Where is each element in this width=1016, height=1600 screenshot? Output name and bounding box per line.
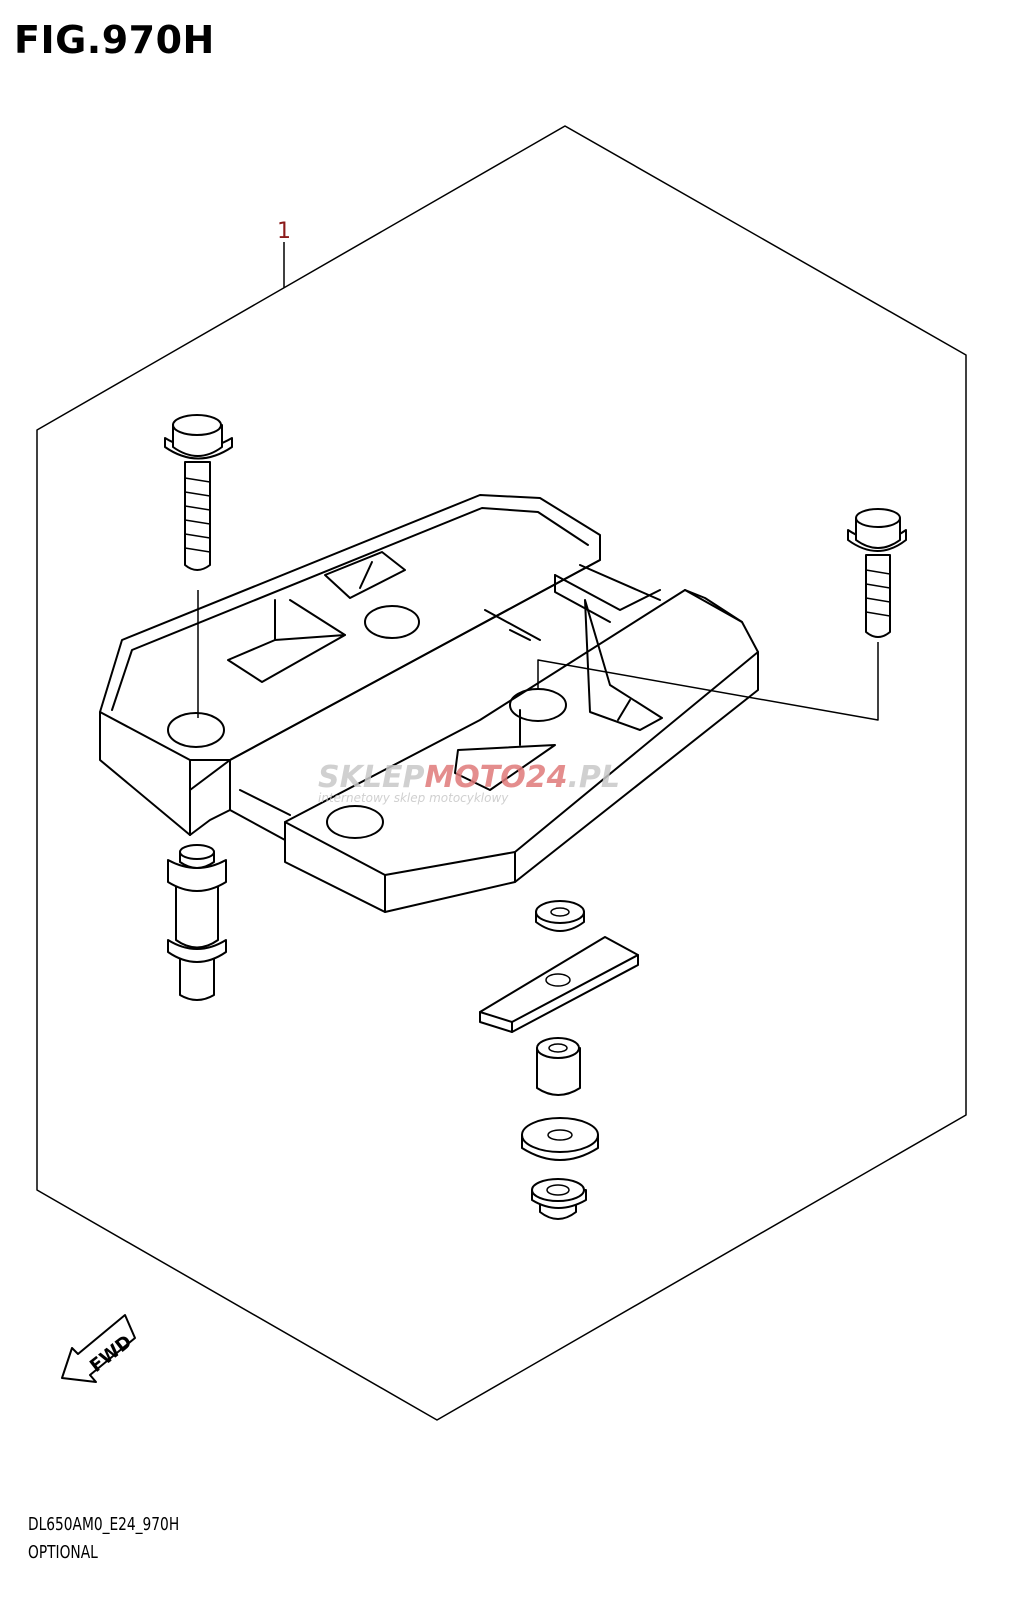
callout-1-label: 1 <box>277 219 291 244</box>
flange-nut <box>531 1178 587 1220</box>
fwd-arrow-icon: FWD <box>61 1314 136 1383</box>
carrier-plate <box>99 494 759 913</box>
flange-bolt-right <box>847 508 907 638</box>
svg-text:SKLEPMOTO24.PL: SKLEPMOTO24.PL <box>318 760 620 795</box>
assembly-boundary <box>36 125 967 1421</box>
stud-spacer <box>167 844 227 1001</box>
watermark-brand-d: .PL <box>568 760 621 795</box>
collar <box>536 1037 581 1096</box>
flange-bolt-left <box>164 414 233 571</box>
plate-nut <box>479 936 639 1033</box>
watermark-brand-c: 24 <box>526 760 568 795</box>
figure-code: DL650AM0_E24_970H <box>28 1514 180 1535</box>
watermark-tagline: internetowy sklep motocyklowy <box>318 791 509 805</box>
bolt-right-leader <box>537 642 879 721</box>
figure-label: OPTIONAL <box>28 1542 98 1563</box>
washer-small <box>535 900 585 932</box>
watermark-brand-b: MOTO <box>424 760 525 795</box>
watermark-brand-a: SKLEP <box>318 760 424 795</box>
washer-large <box>521 1117 599 1161</box>
watermark: SKLEPMOTO24.PL internetowy sklep motocyk… <box>318 760 620 805</box>
figure-title: FIG.970H <box>14 18 215 62</box>
